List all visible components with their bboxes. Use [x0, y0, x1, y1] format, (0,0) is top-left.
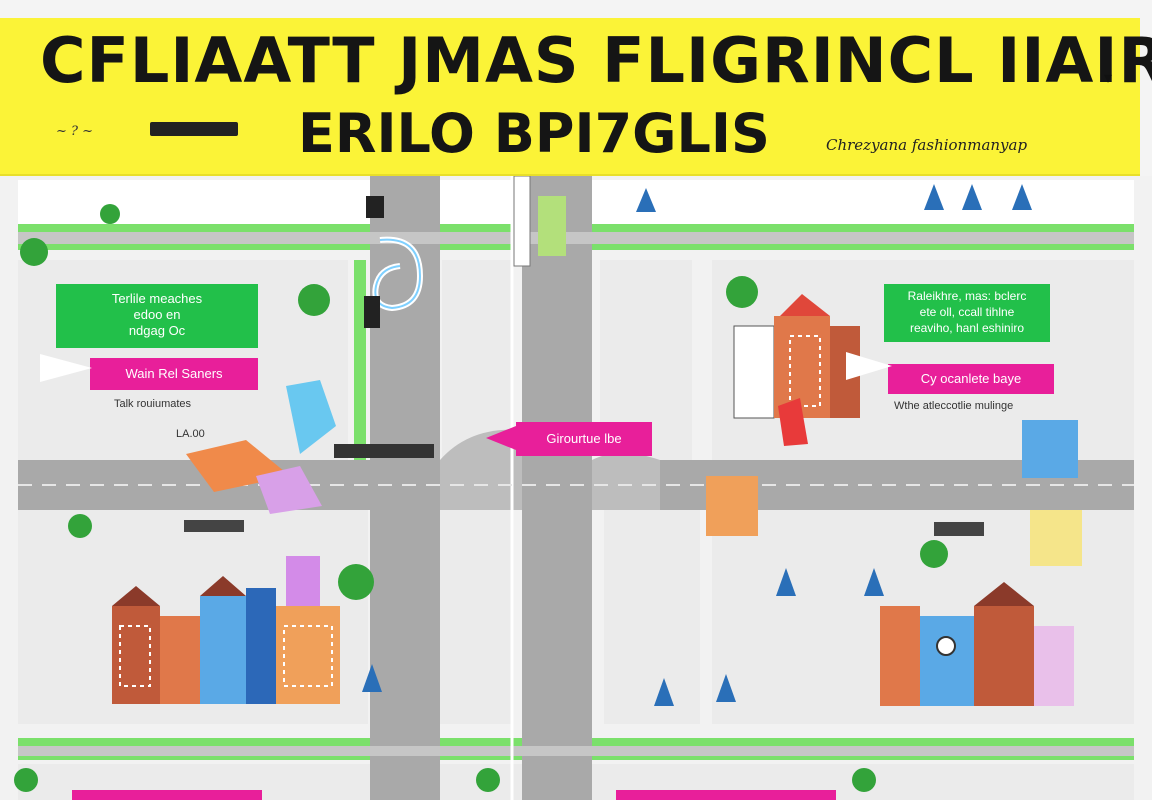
label-line: Raleikhre, mas: bclerc	[907, 289, 1027, 303]
label-line: ndgag Oc	[128, 323, 186, 338]
road-vertical-west	[370, 176, 440, 800]
pine-tree-group	[362, 184, 1032, 706]
label-line: reaviho, hanl eshiniro	[909, 321, 1025, 335]
street-decor	[184, 196, 1082, 566]
kiosk	[538, 196, 566, 256]
tower	[513, 176, 531, 267]
banner-note-left: ~ ? ~	[56, 124, 94, 139]
map-label-pink-west: Wain Rel Saners	[90, 358, 258, 390]
road-south	[18, 746, 1134, 756]
curved-ramp	[374, 238, 422, 310]
map-label-bottom-center	[616, 790, 836, 800]
map-canvas	[0, 176, 1152, 800]
pointer-arrow-icon	[486, 426, 516, 450]
tree-group	[14, 204, 948, 792]
map-label-pink-center: Girourtue lbe	[516, 422, 652, 456]
map-label-green-east: Raleikhre, mas: bclerc ete oll, ccall ti…	[884, 284, 1050, 342]
label-line: Terlile meaches	[111, 291, 203, 306]
building-cluster-north	[733, 294, 860, 419]
map-label-pink-east: Cy ocanlete baye	[888, 364, 1054, 394]
map-caption-west-2: LA.00	[176, 428, 205, 440]
map-caption-east: Wthe atleccotlie mulinge	[894, 400, 1014, 412]
title-banner: CFLIAATT JMAS FLIGRINCL IIAIRБ ERILO BPI…	[0, 18, 1152, 176]
building-cluster-east	[880, 582, 1074, 706]
label-line: ete oll, ccall tihlne	[919, 305, 1015, 319]
label-text: Girourtue lbe	[546, 431, 622, 446]
poster-subtitle: ERILO BPI7GLIS	[298, 102, 770, 165]
label-text: Cy ocanlete baye	[920, 371, 1022, 386]
junction-curve	[592, 453, 660, 510]
pointer-arrow-icon	[846, 352, 892, 380]
poster-title: CFLIAATT JMAS FLIGRINCL IIAIRБ	[40, 24, 1152, 97]
map-label-green-west: Terlile meaches edoo en ndgag Oc	[56, 284, 258, 348]
city-block	[604, 510, 700, 724]
building-cluster-west	[112, 556, 340, 704]
banner-logo	[150, 122, 238, 136]
map-caption-west: Talk rouiumates	[114, 398, 192, 410]
map-label-bottom-left	[72, 790, 262, 800]
chevron-down-icon: ▾	[1104, 70, 1113, 87]
street-map: Terlile meaches edoo en ndgag Oc Wain Re…	[0, 176, 1152, 800]
pointer-arrow-icon	[40, 354, 92, 382]
label-line: edoo en	[133, 307, 181, 322]
road-north	[18, 232, 1134, 244]
grass-strip	[354, 260, 366, 460]
road-vertical-east	[522, 176, 592, 800]
banner-note-right: Chrezyana fashionmanyap	[826, 136, 1028, 154]
city-block	[440, 510, 512, 724]
label-text: Wain Rel Saners	[125, 366, 223, 381]
